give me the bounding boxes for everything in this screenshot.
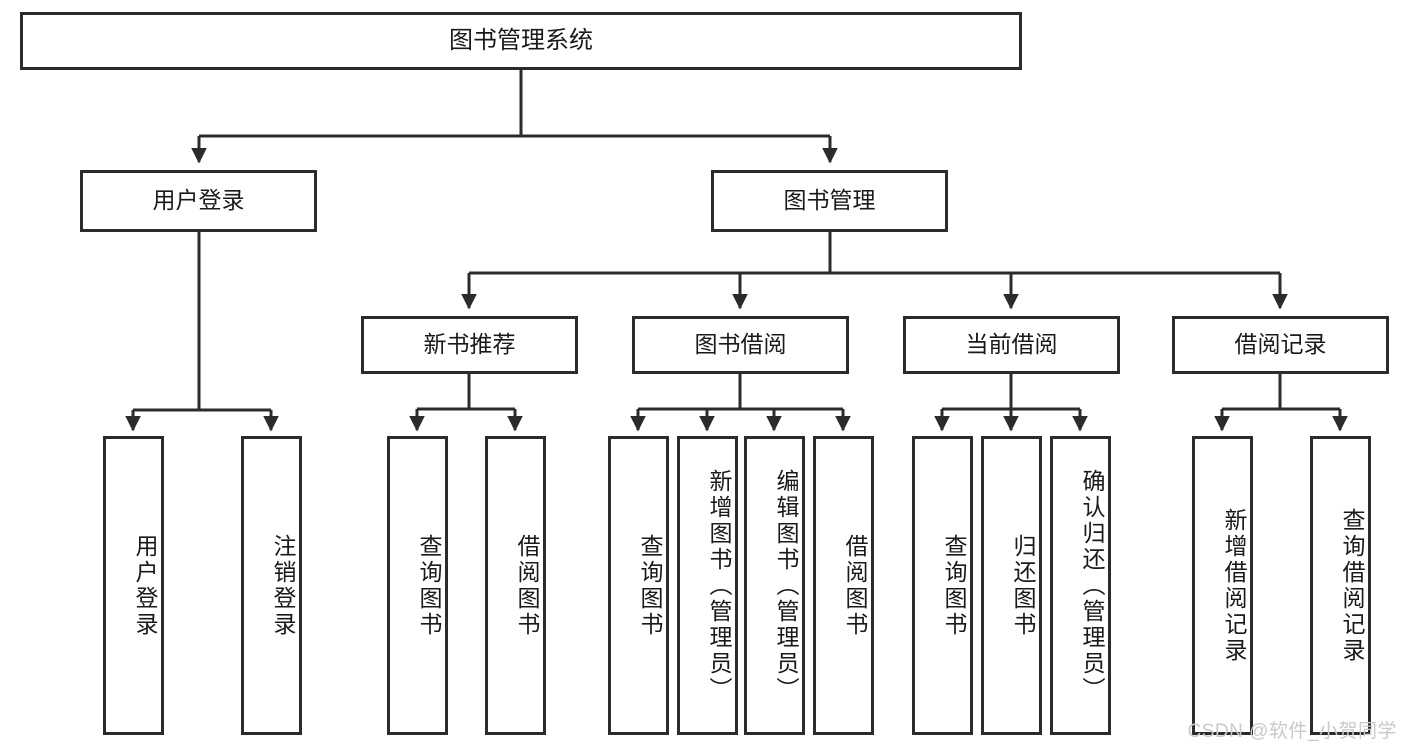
leaf-label: 归还图书 <box>1010 533 1036 638</box>
leaf-query-record[interactable]: 查询借阅记录 <box>1310 436 1371 735</box>
watermark: CSDN @软件_小贺同学 <box>1187 721 1397 742</box>
node-root-system[interactable]: 图书管理系统 <box>20 12 1022 70</box>
leaf-label: 查询借阅记录 <box>1339 507 1365 664</box>
leaf-confirm-return[interactable]: 确认归还（管理员） <box>1050 436 1111 735</box>
leaf-label: 借阅图书 <box>514 533 540 638</box>
leaf-label: 查询图书 <box>416 533 442 638</box>
leaf-user-logout[interactable]: 注销登录 <box>241 436 302 735</box>
leaf-query-book-1[interactable]: 查询图书 <box>387 436 448 735</box>
leaf-label: 确认归还（管理员） <box>1079 468 1105 703</box>
node-book-borrow[interactable]: 图书借阅 <box>632 316 849 374</box>
leaf-borrow-book-1[interactable]: 借阅图书 <box>485 436 546 735</box>
leaf-label: 新增借阅记录 <box>1221 507 1247 664</box>
leaf-query-book-2[interactable]: 查询图书 <box>608 436 669 735</box>
node-book-management[interactable]: 图书管理 <box>711 170 948 232</box>
leaf-add-record[interactable]: 新增借阅记录 <box>1192 436 1253 735</box>
leaf-label: 编辑图书（管理员） <box>773 468 799 703</box>
leaf-label: 用户登录 <box>132 533 158 638</box>
leaf-label: 注销登录 <box>270 533 296 638</box>
leaf-return-book[interactable]: 归还图书 <box>981 436 1042 735</box>
leaf-user-login[interactable]: 用户登录 <box>103 436 164 735</box>
leaf-borrow-book-2[interactable]: 借阅图书 <box>813 436 874 735</box>
leaf-label: 借阅图书 <box>842 533 868 638</box>
leaf-add-book[interactable]: 新增图书（管理员） <box>677 436 738 735</box>
leaf-label: 查询图书 <box>941 533 967 638</box>
node-new-book-recommend[interactable]: 新书推荐 <box>361 316 578 374</box>
leaf-edit-book[interactable]: 编辑图书（管理员） <box>744 436 805 735</box>
leaf-label: 查询图书 <box>637 533 663 638</box>
node-user-login[interactable]: 用户登录 <box>80 170 317 232</box>
node-borrow-record[interactable]: 借阅记录 <box>1172 316 1389 374</box>
node-current-borrow[interactable]: 当前借阅 <box>903 316 1120 374</box>
leaf-label: 新增图书（管理员） <box>706 468 732 703</box>
leaf-query-book-3[interactable]: 查询图书 <box>912 436 973 735</box>
